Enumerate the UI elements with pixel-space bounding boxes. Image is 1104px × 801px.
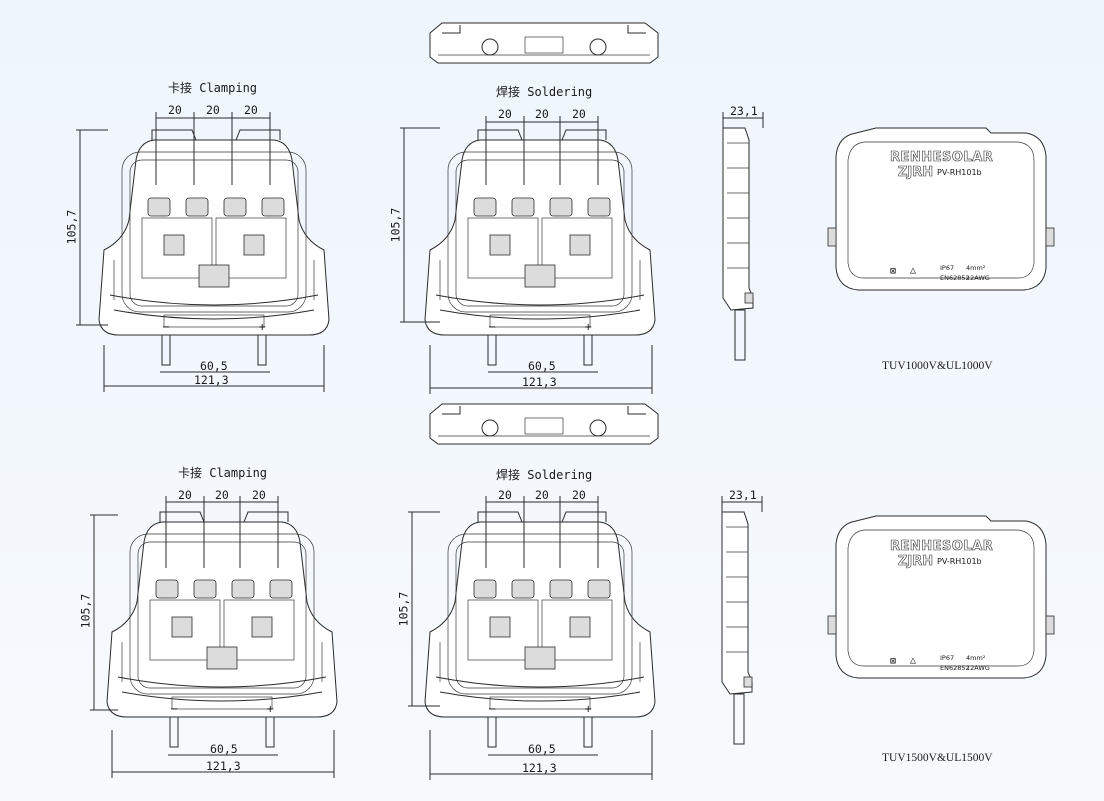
pitch-label-1a: 20 bbox=[168, 103, 182, 117]
cert-mark-icon-1: ⊠ bbox=[890, 266, 897, 277]
pitch-label-2c: 20 bbox=[252, 488, 266, 502]
cover-ip-2: IP67 bbox=[940, 654, 955, 662]
pitch-label-2b: 20 bbox=[215, 488, 229, 502]
width-label-2a: 121,3 bbox=[206, 759, 241, 773]
dimension-lines-clamping-1 bbox=[76, 112, 325, 392]
width-label-1a: 121,3 bbox=[194, 373, 229, 387]
soldering-box-view-2 bbox=[424, 511, 656, 748]
cover-logo-2: ZJRH bbox=[898, 554, 934, 570]
cover-brand-2: RENHESOLAR bbox=[890, 539, 994, 555]
side-view-2 bbox=[721, 511, 753, 745]
height-label-2a: 105,7 bbox=[78, 593, 93, 629]
cover-model-2: PV-RH101b bbox=[937, 557, 982, 566]
pitch-label-1e: 20 bbox=[535, 107, 549, 121]
dimension-lines-soldering-1 bbox=[400, 116, 653, 394]
cover-awg-1: 12AWG bbox=[966, 274, 990, 282]
dimension-lines-side-1 bbox=[722, 112, 764, 128]
pin-span-label-1a: 60,5 bbox=[200, 359, 228, 373]
cover-awg-2: 12AWG bbox=[966, 664, 990, 672]
lid-top-view-1 bbox=[429, 22, 659, 64]
soldering-title-1: 焊接 Soldering bbox=[496, 85, 593, 99]
cover-standard-2: EN62852 bbox=[940, 664, 970, 672]
pitch-label-1f: 20 bbox=[572, 107, 586, 121]
cover-brand-1: RENHESOLAR bbox=[890, 150, 994, 166]
clamping-box-view-2 bbox=[106, 511, 338, 748]
warning-triangle-icon-2: △ bbox=[910, 655, 917, 666]
cover-standard-1: EN62852 bbox=[940, 274, 970, 282]
pitch-label-1c: 20 bbox=[244, 103, 258, 117]
pitch-label-1b: 20 bbox=[206, 103, 220, 117]
warning-triangle-icon-1: △ bbox=[910, 265, 917, 276]
soldering-box-view-1 bbox=[424, 129, 656, 366]
dimension-lines-clamping-2 bbox=[90, 496, 335, 778]
pitch-label-2f: 20 bbox=[572, 488, 586, 502]
clamping-title-1: 卡接 Clamping bbox=[168, 81, 258, 95]
rating-label-2: TUV1500V&UL1500V bbox=[882, 752, 993, 764]
cover-ip-1: IP67 bbox=[940, 264, 955, 272]
width-label-2b: 121,3 bbox=[522, 761, 557, 775]
pitch-label-2a: 20 bbox=[178, 488, 192, 502]
pitch-label-2e: 20 bbox=[535, 488, 549, 502]
cover-wire-2: 4mm² bbox=[966, 654, 986, 662]
height-label-1a: 105,7 bbox=[64, 209, 79, 245]
cover-model-1: PV-RH101b bbox=[937, 168, 982, 177]
pitch-label-1d: 20 bbox=[498, 107, 512, 121]
pitch-label-2d: 20 bbox=[498, 488, 512, 502]
dimension-lines-soldering-2 bbox=[408, 496, 653, 780]
lid-top-view-2 bbox=[429, 403, 659, 445]
height-label-2b: 105,7 bbox=[396, 591, 411, 627]
pin-span-label-1b: 60,5 bbox=[528, 359, 556, 373]
pin-span-label-2a: 60,5 bbox=[210, 742, 238, 756]
cover-logo-1: ZJRH bbox=[898, 165, 934, 181]
side-view-1 bbox=[722, 127, 754, 361]
clamping-title-2: 卡接 Clamping bbox=[178, 466, 268, 480]
pin-span-label-2b: 60,5 bbox=[528, 742, 556, 756]
rating-label-1: TUV1000V&UL1000V bbox=[882, 360, 993, 372]
dimension-lines-side-2 bbox=[721, 496, 763, 512]
clamping-box-view-1 bbox=[98, 129, 330, 366]
cover-wire-1: 4mm² bbox=[966, 264, 986, 272]
soldering-title-2: 焊接 Soldering bbox=[496, 468, 593, 482]
height-label-1b: 105,7 bbox=[388, 207, 403, 243]
depth-label-2: 23,1 bbox=[729, 488, 757, 502]
depth-label-1: 23,1 bbox=[730, 104, 758, 118]
width-label-1b: 121,3 bbox=[522, 375, 557, 389]
cert-mark-icon-2: ⊠ bbox=[890, 656, 897, 667]
